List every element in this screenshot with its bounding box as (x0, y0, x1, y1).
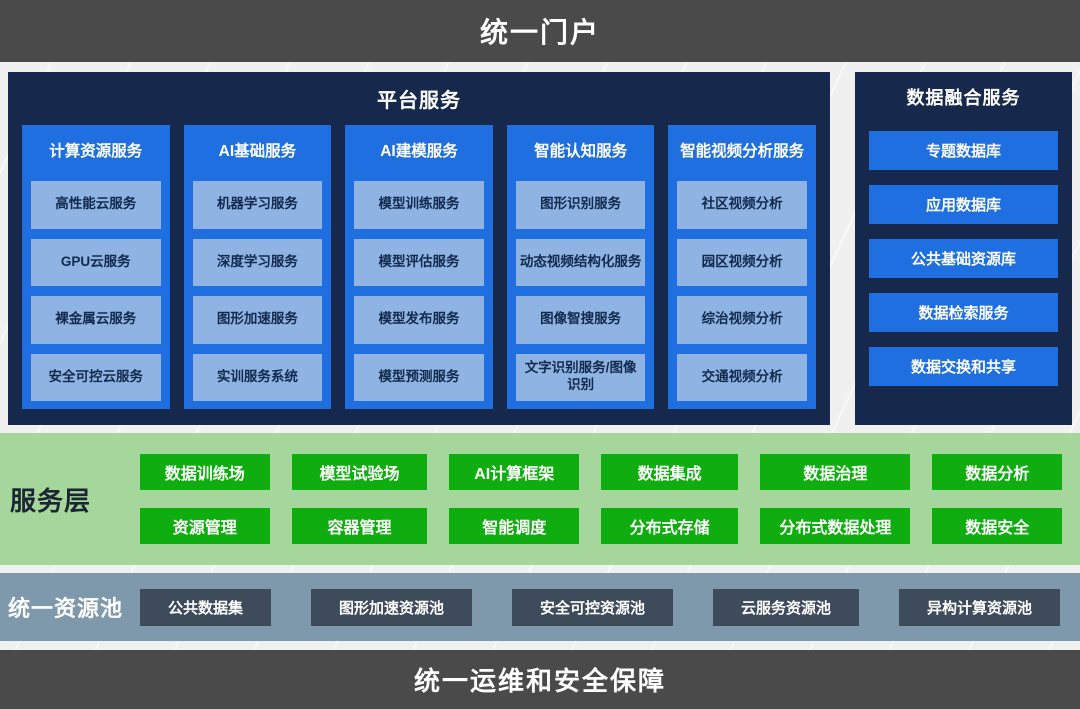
bottom-banner: 统一运维和安全保障 (0, 650, 1080, 709)
column-header: AI建模服务 (380, 143, 458, 161)
resource-pool-item: 异构计算资源池 (898, 588, 1060, 626)
column-header: AI基础服务 (218, 143, 297, 161)
service-layer-chip: 模型试验场 (291, 454, 428, 490)
resource-pool-items: 公共数据集 图形加速资源池 安全可控资源池 云服务资源池 异构计算资源池 (140, 588, 1080, 626)
platform-service-item: 图形识别服务 (515, 181, 646, 229)
resource-pool-band: 统一资源池 公共数据集 图形加速资源池 安全可控资源池 云服务资源池 异构计算资… (0, 573, 1080, 641)
service-layer-chip: 智能调度 (449, 508, 579, 544)
service-layer-chip: 数据分析 (932, 454, 1062, 490)
column-header: 智能视频分析服务 (680, 143, 805, 161)
platform-services-title: 平台服务 (377, 90, 461, 112)
service-layer-chip: 分布式存储 (600, 508, 739, 544)
service-layer-chip: 数据训练场 (140, 454, 270, 490)
service-layer-grid: 数据训练场 模型试验场 AI计算框架 数据集成 数据治理 数据分析 资源管理 容… (140, 433, 1080, 565)
platform-service-item: 深度学习服务 (192, 238, 323, 286)
platform-service-item: 动态视频结构化服务 (515, 238, 646, 286)
column-header: 计算资源服务 (49, 143, 143, 161)
column-ai-basic-services: AI基础服务 机器学习服务 深度学习服务 图形加速服务 实训服务系统 (183, 125, 332, 409)
service-layer-chip: 数据治理 (760, 454, 911, 490)
platform-service-item: 图形加速服务 (192, 296, 323, 344)
platform-columns-row: 计算资源服务 高性能云服务 GPU云服务 裸金属云服务 安全可控云服务 AI基础… (8, 113, 830, 425)
resource-pool-item: 公共数据集 (140, 588, 272, 626)
platform-service-item: 文字识别服务/图像识别 (515, 353, 646, 401)
column-intelligent-video-analysis-services: 智能视频分析服务 社区视频分析 园区视频分析 综治视频分析 交通视频分析 (668, 125, 816, 409)
platform-service-item: 机器学习服务 (192, 181, 323, 229)
fusion-service-item: 专题数据库 (869, 131, 1058, 170)
resource-pool-item: 安全可控资源池 (511, 588, 673, 626)
resource-pool-item: 图形加速资源池 (310, 588, 472, 626)
service-layer-chip: 分布式数据处理 (760, 508, 911, 544)
data-fusion-panel: 数据融合服务 专题数据库 应用数据库 公共基础资源库 数据检索服务 数据交换和共… (855, 72, 1072, 425)
resource-pool-label: 统一资源池 (8, 596, 124, 621)
column-header: 智能认知服务 (534, 143, 628, 161)
column-intelligent-cognition-services: 智能认知服务 图形识别服务 动态视频结构化服务 图像智搜服务 文字识别服务/图像… (506, 125, 655, 409)
platform-service-item: 实训服务系统 (192, 353, 323, 401)
platform-service-item: 模型预测服务 (354, 353, 484, 401)
platform-service-item: 安全可控云服务 (31, 353, 161, 401)
platform-service-item: 模型评估服务 (354, 238, 484, 286)
service-layer-chip: 容器管理 (291, 508, 428, 544)
fusion-service-item: 数据交换和共享 (869, 347, 1058, 386)
platform-service-item: 模型发布服务 (354, 296, 484, 344)
fusion-service-item: 公共基础资源库 (869, 239, 1058, 278)
service-layer-chip: AI计算框架 (449, 454, 579, 490)
column-computing-resource-services: 计算资源服务 高性能云服务 GPU云服务 裸金属云服务 安全可控云服务 (22, 125, 170, 409)
platform-service-item: 裸金属云服务 (31, 296, 161, 344)
platform-service-item: 图像智搜服务 (515, 296, 646, 344)
platform-service-item: 模型训练服务 (354, 181, 484, 229)
service-layer-chip: 资源管理 (140, 508, 270, 544)
top-banner-title: 统一门户 (479, 17, 600, 48)
platform-services-panel: 平台服务 计算资源服务 高性能云服务 GPU云服务 裸金属云服务 安全可控云服务… (8, 72, 830, 425)
main-section: 平台服务 计算资源服务 高性能云服务 GPU云服务 裸金属云服务 安全可控云服务… (0, 72, 1080, 425)
platform-service-item: 社区视频分析 (677, 181, 807, 229)
fusion-service-item: 数据检索服务 (869, 293, 1058, 332)
top-banner: 统一门户 (0, 0, 1080, 62)
resource-pool-item: 云服务资源池 (712, 588, 859, 626)
data-fusion-title: 数据融合服务 (906, 88, 1021, 108)
bottom-banner-title: 统一运维和安全保障 (413, 666, 666, 696)
service-layer-label: 服务层 (10, 485, 92, 516)
column-ai-modeling-services: AI建模服务 模型训练服务 模型评估服务 模型发布服务 模型预测服务 (345, 125, 493, 409)
data-fusion-items: 专题数据库 应用数据库 公共基础资源库 数据检索服务 数据交换和共享 (855, 110, 1072, 386)
platform-service-item: GPU云服务 (31, 238, 161, 286)
fusion-service-item: 应用数据库 (869, 185, 1058, 224)
platform-service-item: 园区视频分析 (677, 238, 807, 286)
platform-service-item: 高性能云服务 (31, 181, 161, 229)
platform-service-item: 综治视频分析 (677, 296, 807, 344)
service-layer-chip: 数据安全 (932, 508, 1062, 544)
platform-service-item: 交通视频分析 (677, 353, 807, 401)
service-layer-chip: 数据集成 (600, 454, 739, 490)
service-layer-band: 服务层 数据训练场 模型试验场 AI计算框架 数据集成 数据治理 数据分析 资源… (0, 433, 1080, 565)
